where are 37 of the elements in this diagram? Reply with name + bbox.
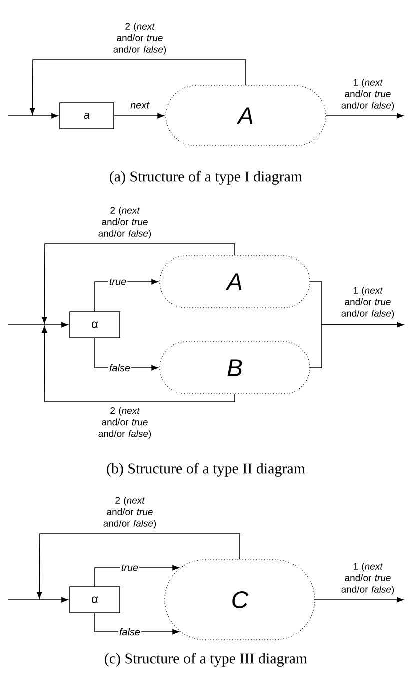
arrow — [8, 113, 58, 119]
process-box: α — [70, 312, 120, 338]
edge-label: 2 (next and/or true and/or false) — [98, 206, 152, 239]
edge-label: true — [120, 564, 140, 572]
dotted-block: B — [160, 342, 310, 394]
dotted-block: C — [164, 560, 316, 640]
caption: (a) Structure of a type I diagram — [110, 171, 302, 185]
caption: (c) Structure of a type III diagram — [105, 653, 308, 667]
edge-label: 1 (next and/or true and/or false) — [342, 562, 394, 595]
process-box: a — [60, 102, 114, 130]
arrow — [8, 597, 68, 603]
arrow — [94, 613, 180, 635]
arrow — [114, 113, 164, 119]
arrow — [36, 534, 240, 599]
caption: (b) Structure of a type II diagram — [107, 463, 306, 477]
edge-label: 2 (next and/or true and/or false) — [104, 496, 156, 529]
edge-label: 1 (next and/or true and/or false) — [342, 286, 394, 319]
arrow — [310, 322, 404, 368]
arrow — [8, 322, 68, 328]
process-box: α — [70, 586, 120, 614]
arrow — [94, 565, 180, 587]
edge-label: next — [130, 102, 150, 109]
edge-label: 2 (next and/or true and/or false) — [114, 22, 166, 55]
arrow — [314, 597, 404, 603]
arrow — [42, 326, 236, 402]
dotted-block: A — [160, 256, 310, 308]
arrow — [94, 338, 158, 371]
dotted-block: A — [166, 86, 326, 146]
arrow — [30, 60, 246, 115]
arrow — [42, 244, 236, 324]
edge-label: 2 (next and/or true and/or false) — [98, 407, 152, 440]
edge-label: 1 (next and/or true and/or false) — [342, 78, 394, 111]
arrow — [94, 279, 158, 312]
edge-label: false — [108, 363, 132, 373]
edge-label: true — [108, 278, 128, 286]
arrow — [326, 113, 404, 119]
edge-label: false — [118, 627, 142, 637]
